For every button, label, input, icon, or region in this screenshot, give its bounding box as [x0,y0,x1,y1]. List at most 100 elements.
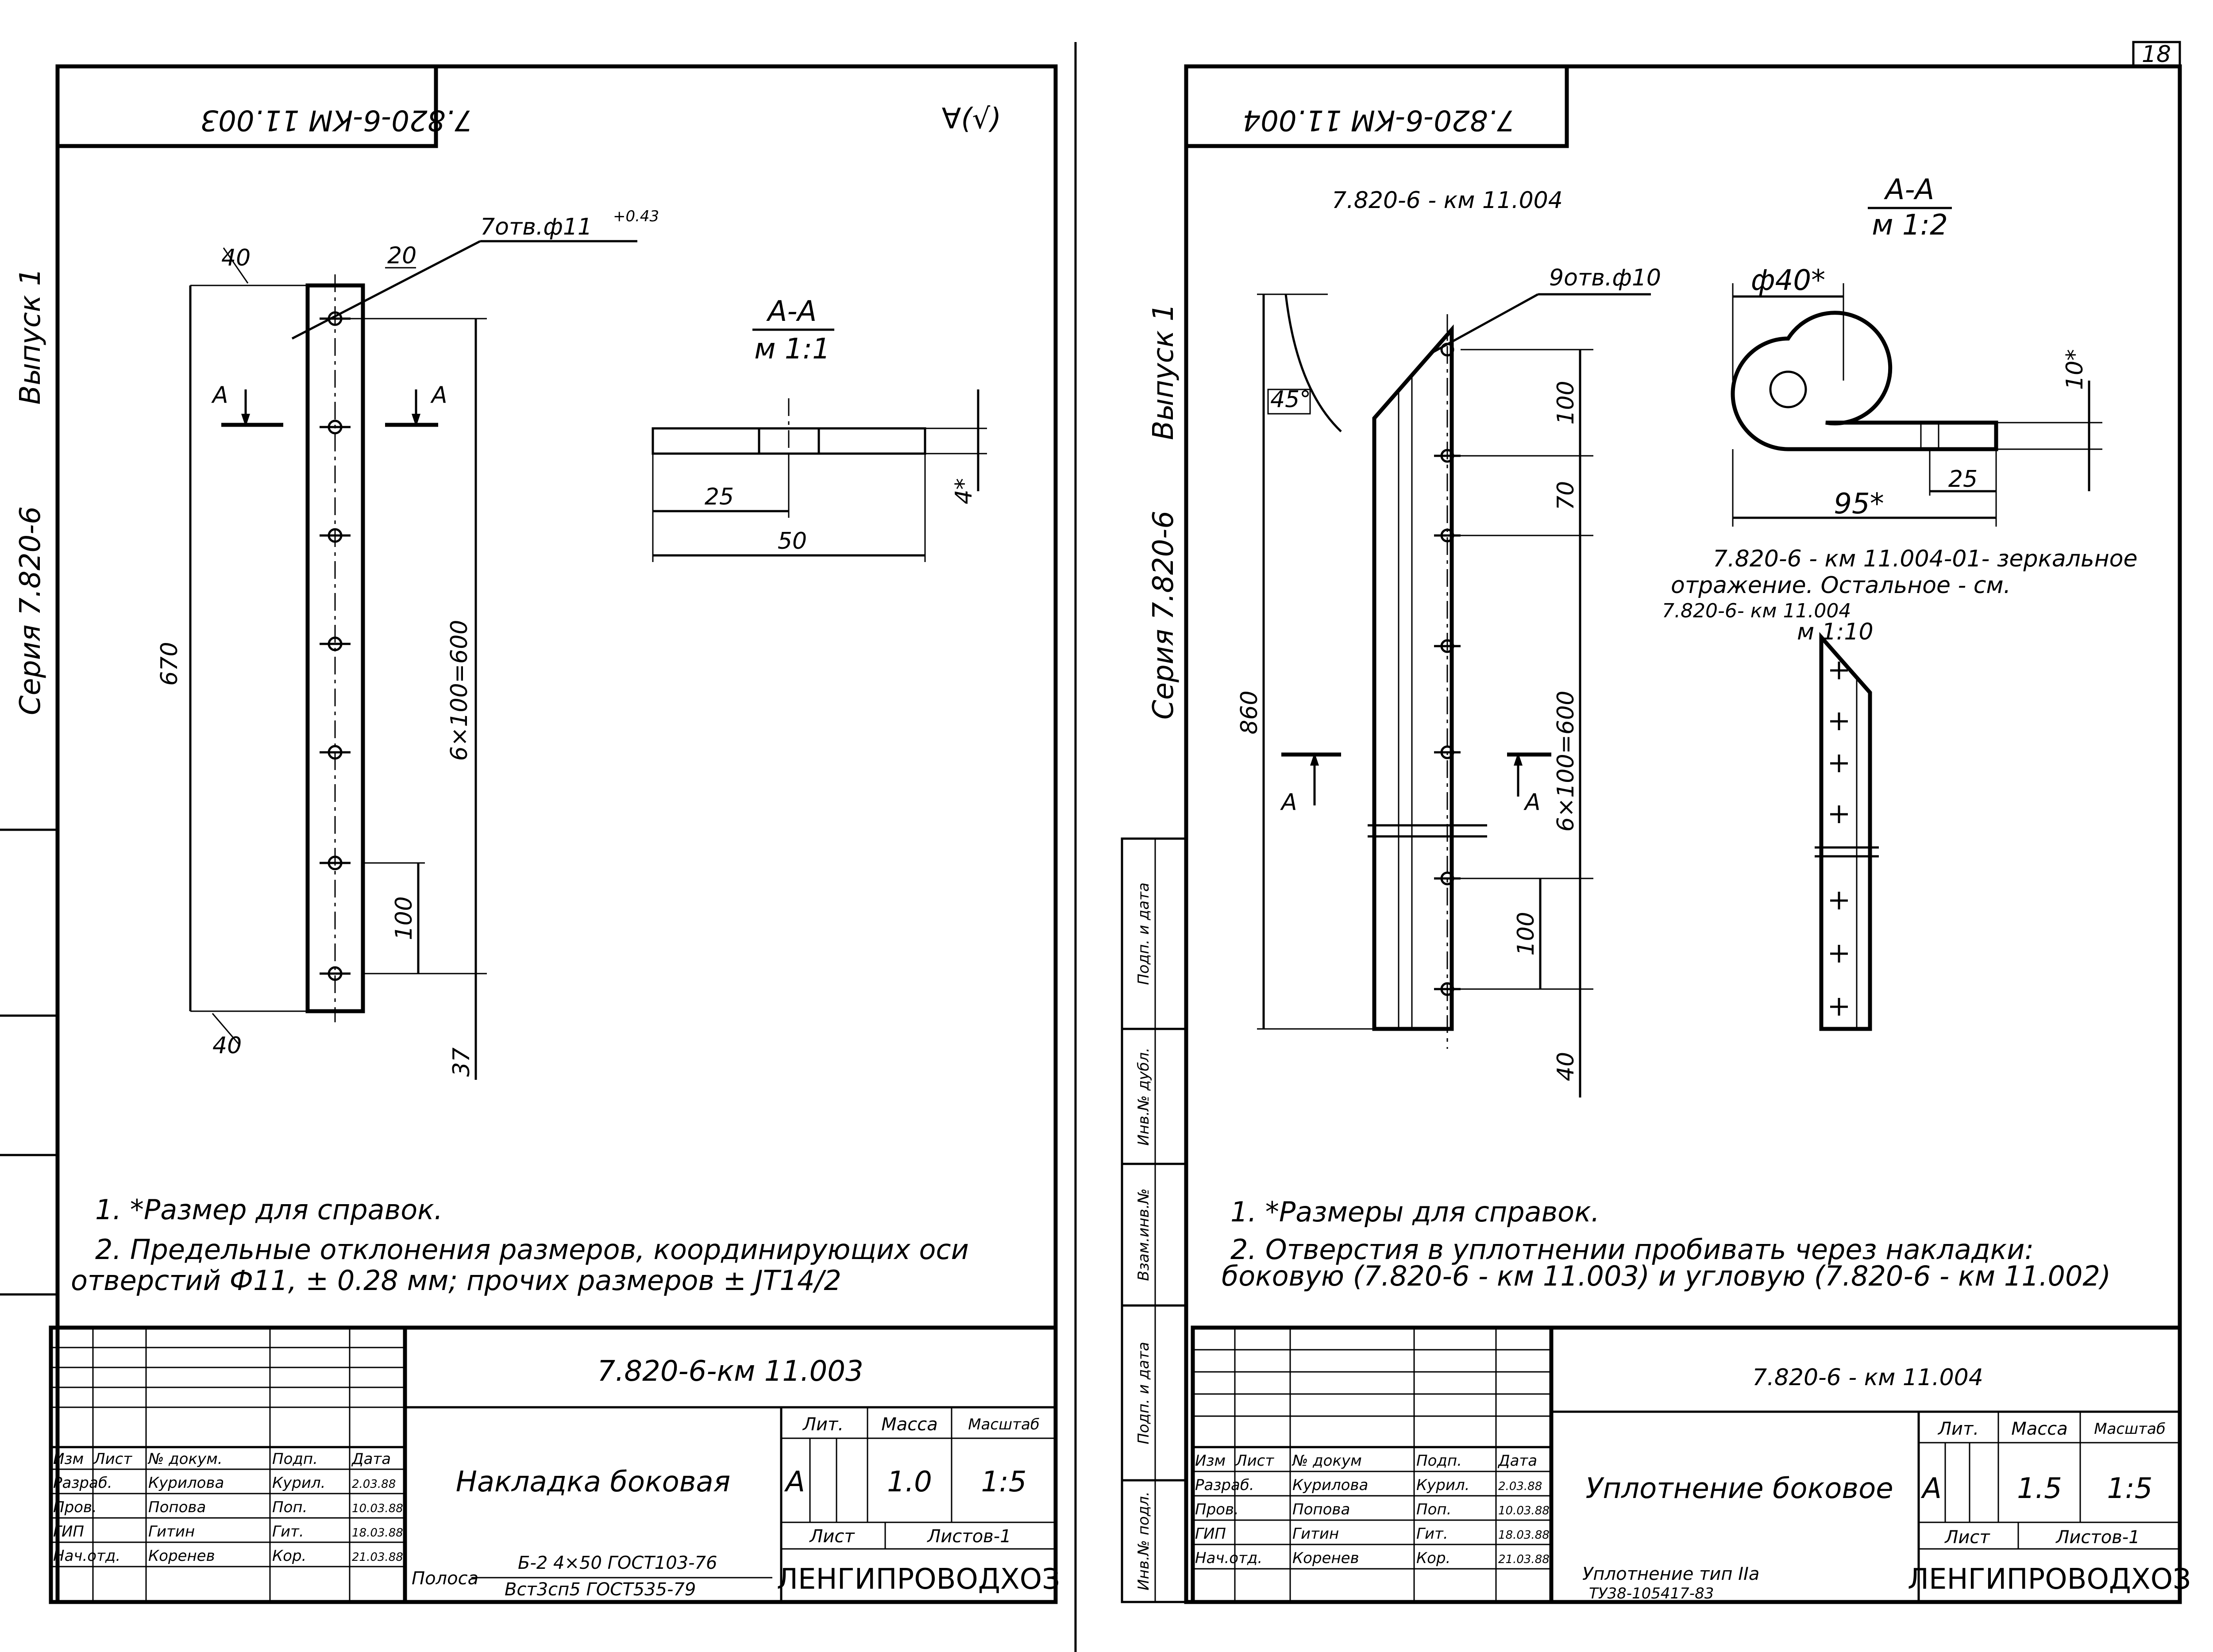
left-tb-r0-role: Разраб. [53,1474,112,1492]
left-tb-r2-name: Гитин [148,1523,195,1540]
left-dim-20: 20 [387,243,416,269]
right-issue-label: Выпуск 1 [1147,303,1180,440]
right-note-2-line1: 2. Отверстия в уплотнении пробивать чере… [1230,1233,2034,1266]
right-tb-material-line2: ТУ38-105417-83 [1589,1585,1714,1602]
right-dim-100-top: 100 [1553,381,1579,424]
page-number: 18 [2142,41,2171,68]
right-note-1: 1. *Размеры для справок. [1230,1196,1600,1228]
left-tb-h3: Подп. [272,1450,318,1468]
left-tb-r1-sign: Поп. [272,1498,307,1516]
right-tb-r3-date: 21.03.88 [1498,1553,1550,1566]
right-tb-h3: Подп. [1416,1452,1462,1470]
right-tb-r2-name: Гитин [1292,1525,1339,1543]
right-tb-h4: Дата [1497,1452,1537,1470]
right-section-scale: м 1:2 [1872,209,1948,242]
right-tb-material-line1: Уплотнение тип IIа [1582,1564,1759,1584]
right-tb-signature-table: Изм Лист № докум Подп. Дата Разраб. Кури… [1195,1452,1550,1567]
left-tb-r3-name: Коренев [148,1547,215,1565]
left-title-block: 7.820-6-км 11.003 Накладка боковая Лит. … [49,1325,1060,1604]
right-tb-scale-label: Масштаб [2094,1420,2166,1438]
left-tb-r3-date: 21.03.88 [352,1551,403,1564]
left-note-1: 1. *Размер для справок. [95,1194,443,1226]
right-title-block: 7.820-6 - км 11.004 Уплотнение боковое Л… [1191,1325,2191,1604]
right-code-box [1184,66,1569,148]
left-dim-670: 670 [156,642,183,685]
right-section-dim-10: 10* [2062,349,2088,390]
small-seal-view [1815,632,1879,1031]
right-tb-r1-date: 10.03.88 [1498,1504,1550,1517]
seal-side-view: 7.820-6 - км 11.004 860 45° 9отв.ф10 [1236,187,1661,1097]
left-tb-signature-table: Изм Лист № докум. Подп. Дата Разраб. Кур… [53,1450,403,1565]
right-tb-r3-name: Коренев [1292,1549,1359,1567]
right-dim-100-bottom: 100 [1513,912,1539,955]
left-sheet: 7.820-6-КМ 11.003 ∀(√) Серия 7.820-6 Вып… [0,64,1060,1604]
right-tb-r2-sign: Гит. [1416,1525,1448,1543]
left-tb-lit-label: Лит. [802,1414,844,1435]
left-tb-r1-date: 10.03.88 [352,1502,403,1515]
side-stamp-4: Подп. и дата [1135,1342,1153,1444]
left-tb-r1-role: Пров. [53,1498,97,1516]
side-stamp-1: Подп. и дата [1135,882,1153,985]
right-section-title: А-А [1884,173,1935,206]
left-dim-6x100: 6×100=600 [446,620,473,761]
left-section-dim-4: 4* [951,478,977,504]
right-section-mark-a1: А [1280,789,1297,816]
left-holes-callout: 7отв.ф11 [480,214,592,240]
side-stamp-3: Взам.инв.№ [1135,1188,1153,1281]
right-tb-lit: А [1920,1472,1942,1505]
right-tb-mass-label: Масса [2011,1419,2068,1439]
left-tb-h4: Дата [351,1450,391,1468]
left-tb-h2: № докум. [147,1450,223,1468]
left-section-title: А-А [766,295,817,328]
right-tb-r0-name: Курилова [1292,1476,1368,1494]
right-tb-sheet-label: Лист [1944,1527,1990,1548]
left-tb-sheet-label: Лист [809,1526,855,1547]
left-tb-material-line1: Б-2 4×50 ГОСТ103-76 [518,1553,717,1573]
right-dim-40: 40 [1553,1052,1579,1081]
right-dim-6x100: 6×100=600 [1553,691,1579,832]
left-tb-material-line2: Вст3сп5 ГОСТ535-79 [505,1579,696,1600]
right-section-dim-25: 25 [1948,466,1978,493]
left-tb-scale-label: Масштаб [968,1416,1040,1433]
left-series-label: Серия 7.820-6 [14,506,47,715]
left-tb-scale: 1:5 [981,1466,1027,1498]
right-mirror-note-line1: 7.820-6 - км 11.004-01- зеркальное [1713,546,2138,572]
right-tb-org: ЛЕНГИПРОВОДХОЗ [1908,1563,2191,1596]
left-section-dim-50: 50 [778,528,807,555]
left-tb-r0-name: Курилова [148,1474,224,1492]
left-tb-sheets-label: Листов-1 [926,1526,1011,1547]
right-tb-h2: № докум [1292,1452,1362,1470]
right-tb-h0: Изм [1195,1452,1226,1470]
right-section-dim-phi40: ф40* [1751,264,1825,297]
right-view-code: 7.820-6 - км 11.004 [1332,187,1563,214]
right-tb-sheets-label: Листов-1 [2055,1527,2140,1548]
left-section-scale: м 1:1 [754,333,830,366]
right-tb-r3-sign: Кор. [1416,1549,1450,1567]
right-tb-r3-role: Нач.отд. [1195,1549,1262,1567]
right-tb-name: Уплотнение боковое [1585,1472,1893,1505]
right-tb-r1-role: Пров. [1195,1501,1239,1518]
left-code-box [55,66,438,148]
right-mirrored-code: 7.820-6-КМ 11.004 [1242,104,1515,136]
right-dim-70: 70 [1553,481,1579,510]
left-tb-r2-role: ГИП [53,1523,84,1540]
right-section-dim-95: 95* [1834,488,1884,520]
left-tb-r1-name: Попова [148,1498,206,1516]
right-tb-h1: Лист [1235,1452,1274,1470]
left-tb-h0: Изм [53,1450,84,1468]
right-series-label: Серия 7.820-6 [1147,511,1180,720]
left-holes-tolerance: +0.43 [613,208,659,225]
right-tb-mass: 1.5 [2017,1472,2062,1505]
right-tb-r0-role: Разраб. [1195,1476,1254,1494]
right-tb-r1-sign: Поп. [1416,1501,1451,1518]
left-tb-name: Накладка боковая [456,1466,730,1498]
left-tb-lit: А [784,1466,805,1498]
left-tb-r2-sign: Гит. [272,1523,304,1540]
left-mirrored-code: 7.820-6-КМ 11.003 [200,104,472,136]
left-tb-r0-sign: Курил. [272,1474,325,1492]
right-tb-r2-date: 18.03.88 [1498,1529,1550,1542]
left-tb-org: ЛЕНГИПРОВОДХОЗ [777,1563,1060,1596]
right-tb-code: 7.820-6 - км 11.004 [1752,1364,1983,1391]
right-note-2-line2: боковую (7.820-6 - км 11.003) и угловую … [1222,1260,2111,1292]
